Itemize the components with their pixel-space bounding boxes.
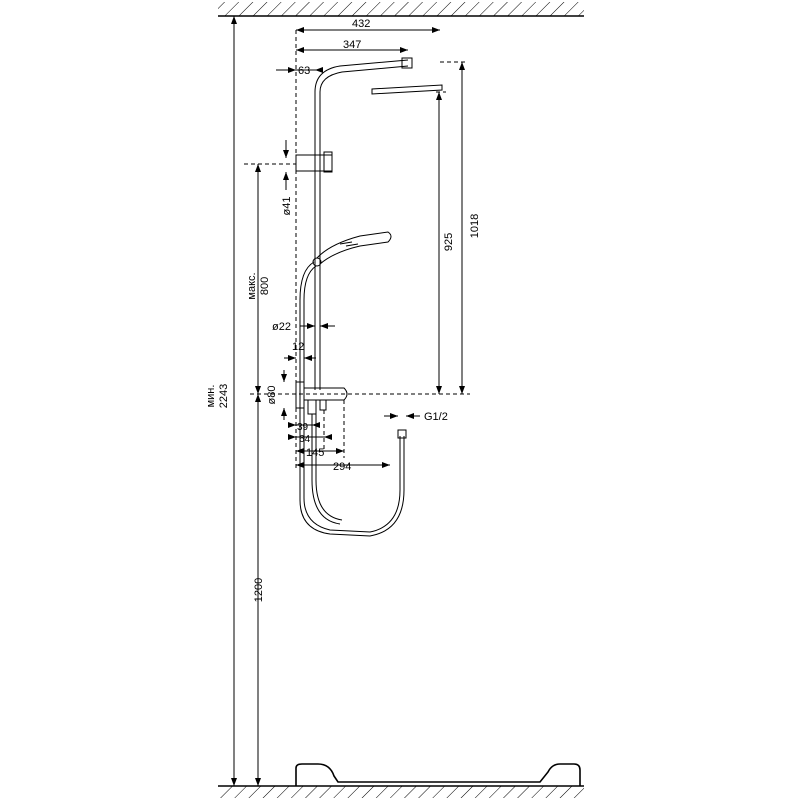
hand-shower <box>312 231 392 267</box>
dim-63: 63 <box>298 65 310 77</box>
shower-hose <box>299 261 407 537</box>
dim-g12-thread: G1/2 <box>424 411 448 423</box>
overhead-shower-head <box>371 57 443 95</box>
dim-347: 347 <box>343 39 361 51</box>
bathtub <box>295 763 581 786</box>
dim-dia-80: ø80 <box>266 386 278 405</box>
dim-max-800: 800 <box>259 277 271 295</box>
dim-432: 432 <box>352 18 370 30</box>
dim-1200: 1200 <box>253 578 265 602</box>
dim-min-label: мин. <box>205 385 217 408</box>
shower-arm <box>314 59 409 93</box>
dim-12: 12 <box>292 341 304 353</box>
dim-max-label: макс. <box>246 272 258 299</box>
dim-39: 39 <box>297 422 309 433</box>
dim-145: 145 <box>306 447 324 459</box>
dim-294: 294 <box>333 461 351 473</box>
riser-rail <box>314 92 321 390</box>
ceiling <box>218 2 584 17</box>
dim-925: 925 <box>443 233 455 251</box>
dim-dia-22: ø22 <box>272 321 291 333</box>
dim-64: 64 <box>299 434 311 445</box>
dim-1018: 1018 <box>469 214 481 238</box>
floor <box>218 785 584 798</box>
dim-dia-41: ø41 <box>281 197 293 216</box>
dim-min-2243: 2243 <box>218 384 230 408</box>
wall-bracket <box>295 151 333 173</box>
